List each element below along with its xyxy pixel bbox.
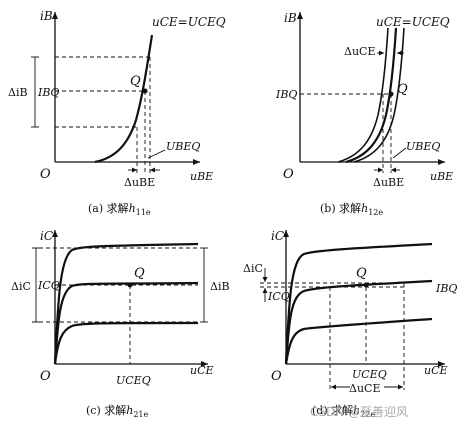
panel-a-q-point: [142, 88, 148, 94]
panel-d-output-curve-top: [284, 242, 433, 365]
panel-d: iC uCE O IBQ ΔiC ICQ Q UCEQ ΔuCE (d) 求解h…: [243, 229, 457, 419]
panel-b-curve-label: uCE=UCEQ: [376, 15, 450, 29]
panel-b-x-label: uBE: [430, 170, 453, 183]
panel-c-origin: O: [40, 369, 51, 384]
panel-c-delta-ib: ΔiB: [210, 280, 230, 293]
panel-c-output-curve-mid: [53, 281, 199, 365]
panel-d-x-label: uCE: [424, 364, 448, 377]
panel-c-uceq: UCEQ: [116, 374, 151, 387]
panel-d-uceq: UCEQ: [352, 368, 387, 381]
panel-a: iB uBE O uCE=UCEQ Q ΔiB IBQ UBEQ ΔuBE (a…: [8, 9, 226, 217]
panel-d-q-label: Q: [356, 266, 367, 281]
panel-d-delta-ic: ΔiC: [243, 262, 263, 275]
panel-b-input-curve-3: [353, 27, 405, 163]
panel-a-y-label: iB: [40, 9, 53, 23]
panel-a-caption: (a) 求解h11e: [88, 201, 151, 217]
panel-b-y-label: iB: [284, 11, 297, 25]
panel-b: iB uBE O uCE=UCEQ ΔuCE Q IBQ UBEQ ΔuBE (…: [275, 11, 453, 217]
panel-a-q-label: Q: [130, 74, 141, 89]
panel-c: iC uCE O ΔiC ICQ Q UCEQ ΔiB (c) 求解h21e: [11, 229, 230, 419]
panel-c-delta-ic: ΔiC: [11, 280, 31, 293]
panel-c-output-curve-top: [53, 242, 199, 365]
panel-d-origin: O: [271, 369, 282, 384]
panel-a-delta-ube: ΔuBE: [124, 176, 155, 189]
panel-b-origin: O: [283, 167, 294, 182]
panel-d-ibq: IBQ: [435, 282, 457, 295]
panel-d-caption: (d) 求解h22e: [312, 403, 375, 419]
panel-a-ibq: IBQ: [37, 86, 59, 99]
panel-c-x-label: uCE: [190, 364, 214, 377]
panel-b-ubeq: UBEQ: [406, 140, 440, 153]
panel-b-input-curve-1: [337, 27, 389, 163]
panel-b-q-label: Q: [397, 82, 408, 97]
panel-b-delta-ube: ΔuBE: [373, 176, 404, 189]
panel-c-icq: ICQ: [37, 279, 60, 292]
panel-d-output-curve-bottom: [284, 317, 433, 365]
panel-b-delta-uce: ΔuCE: [344, 45, 375, 58]
panel-d-q-point: [363, 282, 369, 288]
panel-b-ubeq-leader: [392, 147, 407, 159]
panel-a-origin: O: [40, 167, 51, 182]
panel-d-output-curve-mid: [284, 279, 433, 365]
panel-a-ubeq-leader: [147, 149, 166, 159]
panel-a-curve-label: uCE=UCEQ: [152, 15, 226, 29]
panel-d-y-label: iC: [271, 229, 284, 243]
panel-b-input-curve-2: [345, 27, 398, 164]
watermark: CSDN @至善迎风: [310, 404, 408, 419]
panel-c-output-curve-bottom: [53, 321, 199, 365]
panel-d-delta-uce: ΔuCE: [349, 382, 380, 395]
panel-b-ibq: IBQ: [275, 88, 297, 101]
panel-a-ubeq: UBEQ: [166, 140, 200, 153]
panel-b-caption: (b) 求解h12e: [320, 201, 383, 217]
panel-a-input-curve: [94, 34, 154, 164]
panel-c-q-label: Q: [134, 266, 145, 281]
panel-a-x-label: uBE: [190, 170, 213, 183]
panel-a-delta-ib: ΔiB: [8, 86, 28, 99]
panel-c-y-label: iC: [40, 229, 53, 243]
panel-c-caption: (c) 求解h21e: [86, 403, 149, 419]
panel-d-icq: ICQ: [267, 290, 290, 303]
